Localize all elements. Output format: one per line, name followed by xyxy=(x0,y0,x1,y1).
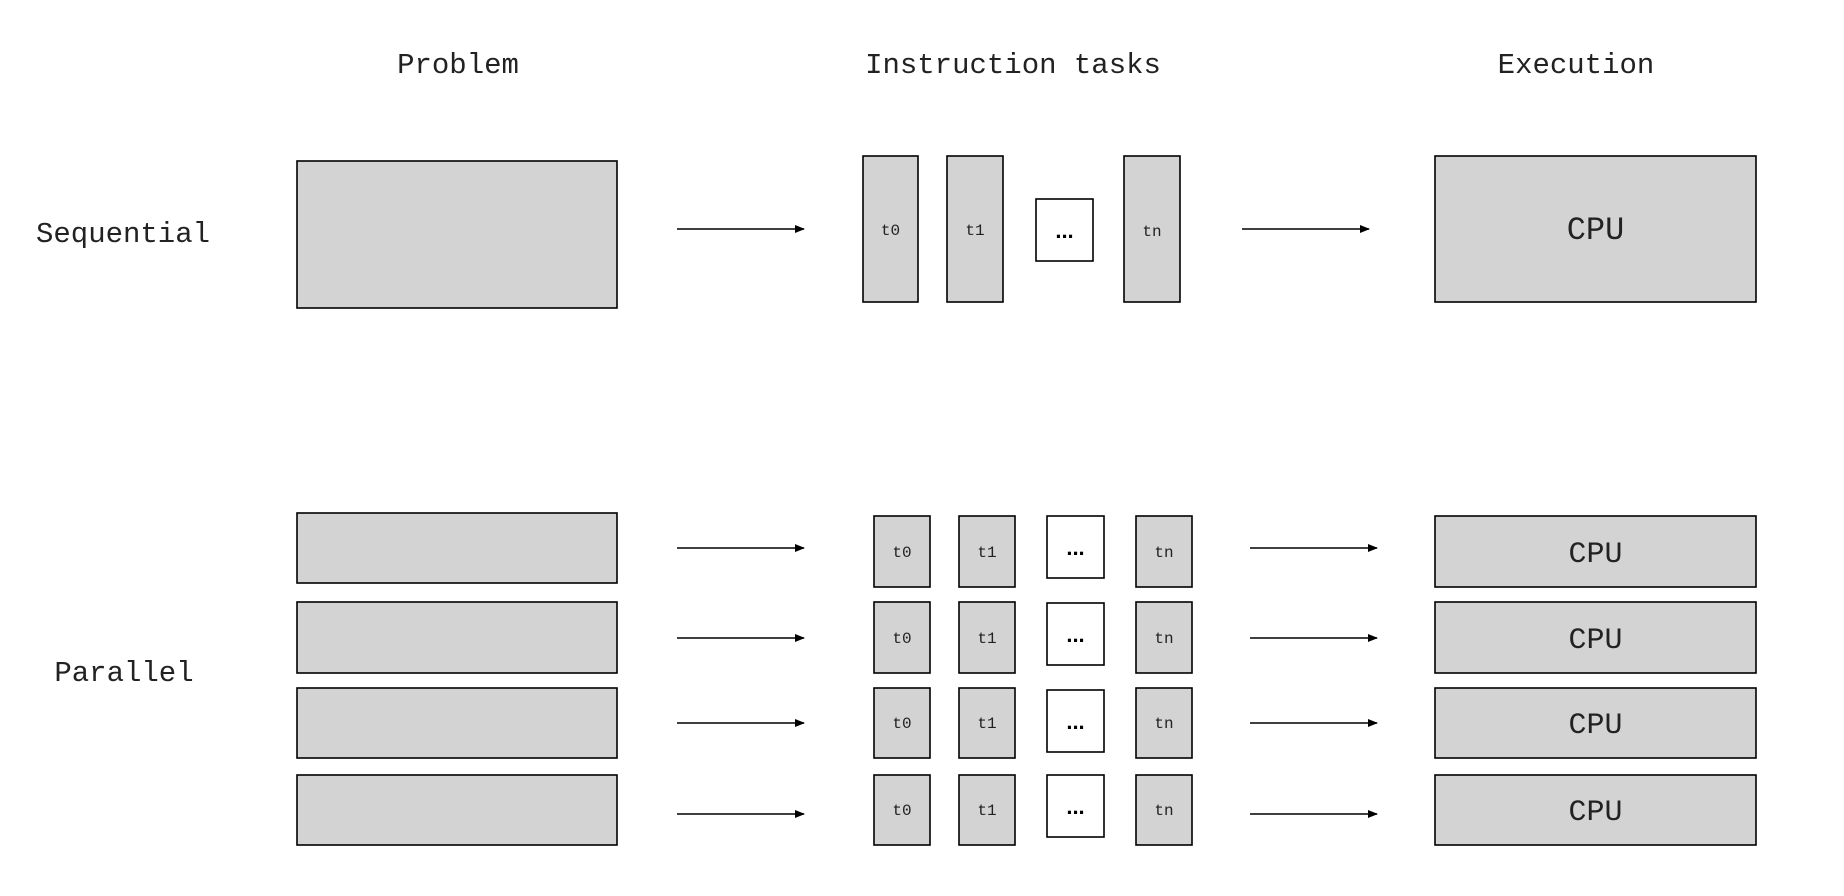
parallel-row-4: t0 t1 ... tn CPU xyxy=(296,774,1757,846)
task-label: t0 xyxy=(892,715,911,733)
problem-box xyxy=(296,160,618,309)
ellipsis-label: ... xyxy=(1055,218,1073,243)
cpu-label: CPU xyxy=(1568,796,1622,830)
task-label: tn xyxy=(1154,544,1173,562)
task-ellipsis: ... xyxy=(1046,689,1105,753)
task-tn: tn xyxy=(1135,515,1193,588)
cpu-label: CPU xyxy=(1568,624,1622,658)
task-tn: tn xyxy=(1135,687,1193,759)
task-t1: t1 xyxy=(958,515,1016,588)
problem-box xyxy=(296,687,618,759)
cpu-box: CPU xyxy=(1434,601,1757,674)
task-label: tn xyxy=(1142,223,1161,241)
task-ellipsis: ... xyxy=(1046,602,1105,666)
ellipsis-label: ... xyxy=(1066,794,1084,819)
header-execution: Execution xyxy=(1498,49,1655,82)
parallel-row-1: t0 t1 ... tn CPU xyxy=(296,512,1757,588)
problem-box xyxy=(296,774,618,846)
task-t1: t1 xyxy=(946,155,1004,303)
cpu-box: CPU xyxy=(1434,774,1757,846)
task-label: t1 xyxy=(977,544,996,562)
task-t1: t1 xyxy=(958,687,1016,759)
task-label: tn xyxy=(1154,715,1173,733)
task-ellipsis: ... xyxy=(1046,774,1105,838)
task-t1: t1 xyxy=(958,601,1016,674)
cpu-box: CPU xyxy=(1434,155,1757,303)
task-label: t0 xyxy=(892,544,911,562)
task-t0: t0 xyxy=(862,155,919,303)
task-t0: t0 xyxy=(873,687,931,759)
ellipsis-label: ... xyxy=(1066,709,1084,734)
row-label-sequential: Sequential xyxy=(36,218,210,251)
problem-box xyxy=(296,512,618,584)
cpu-box: CPU xyxy=(1434,515,1757,588)
task-t0: t0 xyxy=(873,601,931,674)
parallel-row-2: t0 t1 ... tn CPU xyxy=(296,601,1757,674)
sequential-row: t0 t1 ... tn CPU xyxy=(296,155,1757,309)
cpu-label: CPU xyxy=(1568,709,1622,743)
task-t0: t0 xyxy=(873,515,931,588)
cpu-box: CPU xyxy=(1434,687,1757,759)
row-label-parallel: Parallel xyxy=(54,657,193,690)
task-tn: tn xyxy=(1123,155,1181,303)
ellipsis-label: ... xyxy=(1066,622,1084,647)
task-label: t1 xyxy=(977,802,996,820)
task-label: tn xyxy=(1154,630,1173,648)
task-ellipsis: ... xyxy=(1046,515,1105,579)
task-label: t1 xyxy=(965,222,984,240)
cpu-label: CPU xyxy=(1568,538,1622,572)
task-label: t0 xyxy=(881,222,900,240)
task-label: tn xyxy=(1154,802,1173,820)
task-t0: t0 xyxy=(873,774,931,846)
task-label: t0 xyxy=(892,802,911,820)
parallel-row-3: t0 t1 ... tn CPU xyxy=(296,687,1757,759)
task-ellipsis: ... xyxy=(1035,198,1094,262)
task-t1: t1 xyxy=(958,774,1016,846)
task-tn: tn xyxy=(1135,601,1193,674)
task-label: t1 xyxy=(977,715,996,733)
cpu-label: CPU xyxy=(1567,212,1625,249)
task-label: t1 xyxy=(977,630,996,648)
header-instruction-tasks: Instruction tasks xyxy=(865,49,1161,82)
header-problem: Problem xyxy=(397,49,519,82)
problem-box xyxy=(296,601,618,674)
ellipsis-label: ... xyxy=(1066,535,1084,560)
task-tn: tn xyxy=(1135,774,1193,846)
task-label: t0 xyxy=(892,630,911,648)
